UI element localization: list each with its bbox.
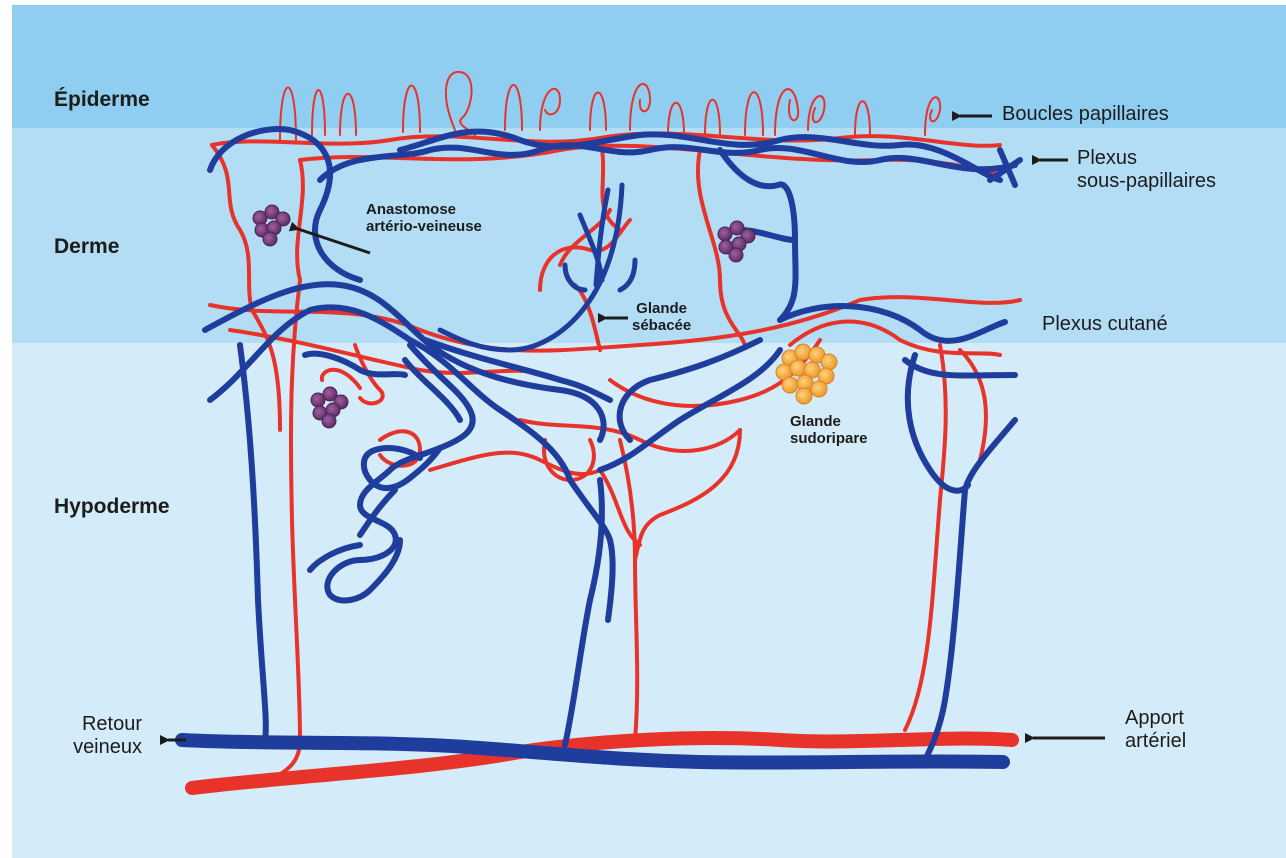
label-retour-veineux: Retour veineux <box>54 713 142 759</box>
anastomose-cluster-1 <box>253 205 290 246</box>
layer-label-hypoderme: Hypoderme <box>54 495 170 519</box>
label-plexus-sous-papillaires-line1: Plexus <box>1077 147 1216 170</box>
label-retour-veineux-line2: veineux <box>54 736 142 759</box>
label-anastomose-line2: artério-veineuse <box>366 218 482 235</box>
label-plexus-sous-papillaires-line2: sous-papillaires <box>1077 170 1216 193</box>
label-apport-arteriel-line1: Apport <box>1125 707 1186 730</box>
label-glande-sebacee: Glande sébacée <box>632 300 691 335</box>
label-boucles-papillaires: Boucles papillaires <box>1002 103 1169 126</box>
sweat-gland <box>776 344 837 404</box>
label-anastomose-line1: Anastomose <box>366 201 482 218</box>
label-apport-arteriel-line2: artériel <box>1125 730 1186 753</box>
label-glande-sudoripare: Glande sudoripare <box>790 413 868 448</box>
label-anastomose: Anastomose artério-veineuse <box>366 201 482 236</box>
label-plexus-sous-papillaires: Plexus sous-papillaires <box>1077 147 1216 193</box>
papillary-loops <box>280 72 940 140</box>
label-apport-arteriel: Apport artériel <box>1125 707 1186 753</box>
veins <box>182 129 1020 763</box>
label-glande-sudoripare-line2: sudoripare <box>790 430 868 447</box>
anastomose-cluster-3 <box>311 387 348 428</box>
anastomose-cluster-2 <box>718 221 755 262</box>
cutaneous-arterial-plexus <box>210 297 1020 474</box>
label-glande-sebacee-line2: sébacée <box>632 317 691 334</box>
label-glande-sebacee-line1: Glande <box>632 300 691 317</box>
arrow-anastomose <box>298 229 370 253</box>
descending-veins <box>240 345 1015 760</box>
label-glande-sudoripare-line1: Glande <box>790 413 868 430</box>
tortuous-veins <box>305 345 473 600</box>
label-retour-veineux-line1: Retour <box>54 713 142 736</box>
layer-label-derme: Derme <box>54 235 119 259</box>
label-plexus-cutane: Plexus cutané <box>1042 313 1168 336</box>
layer-label-epiderme: Épiderme <box>54 88 150 112</box>
